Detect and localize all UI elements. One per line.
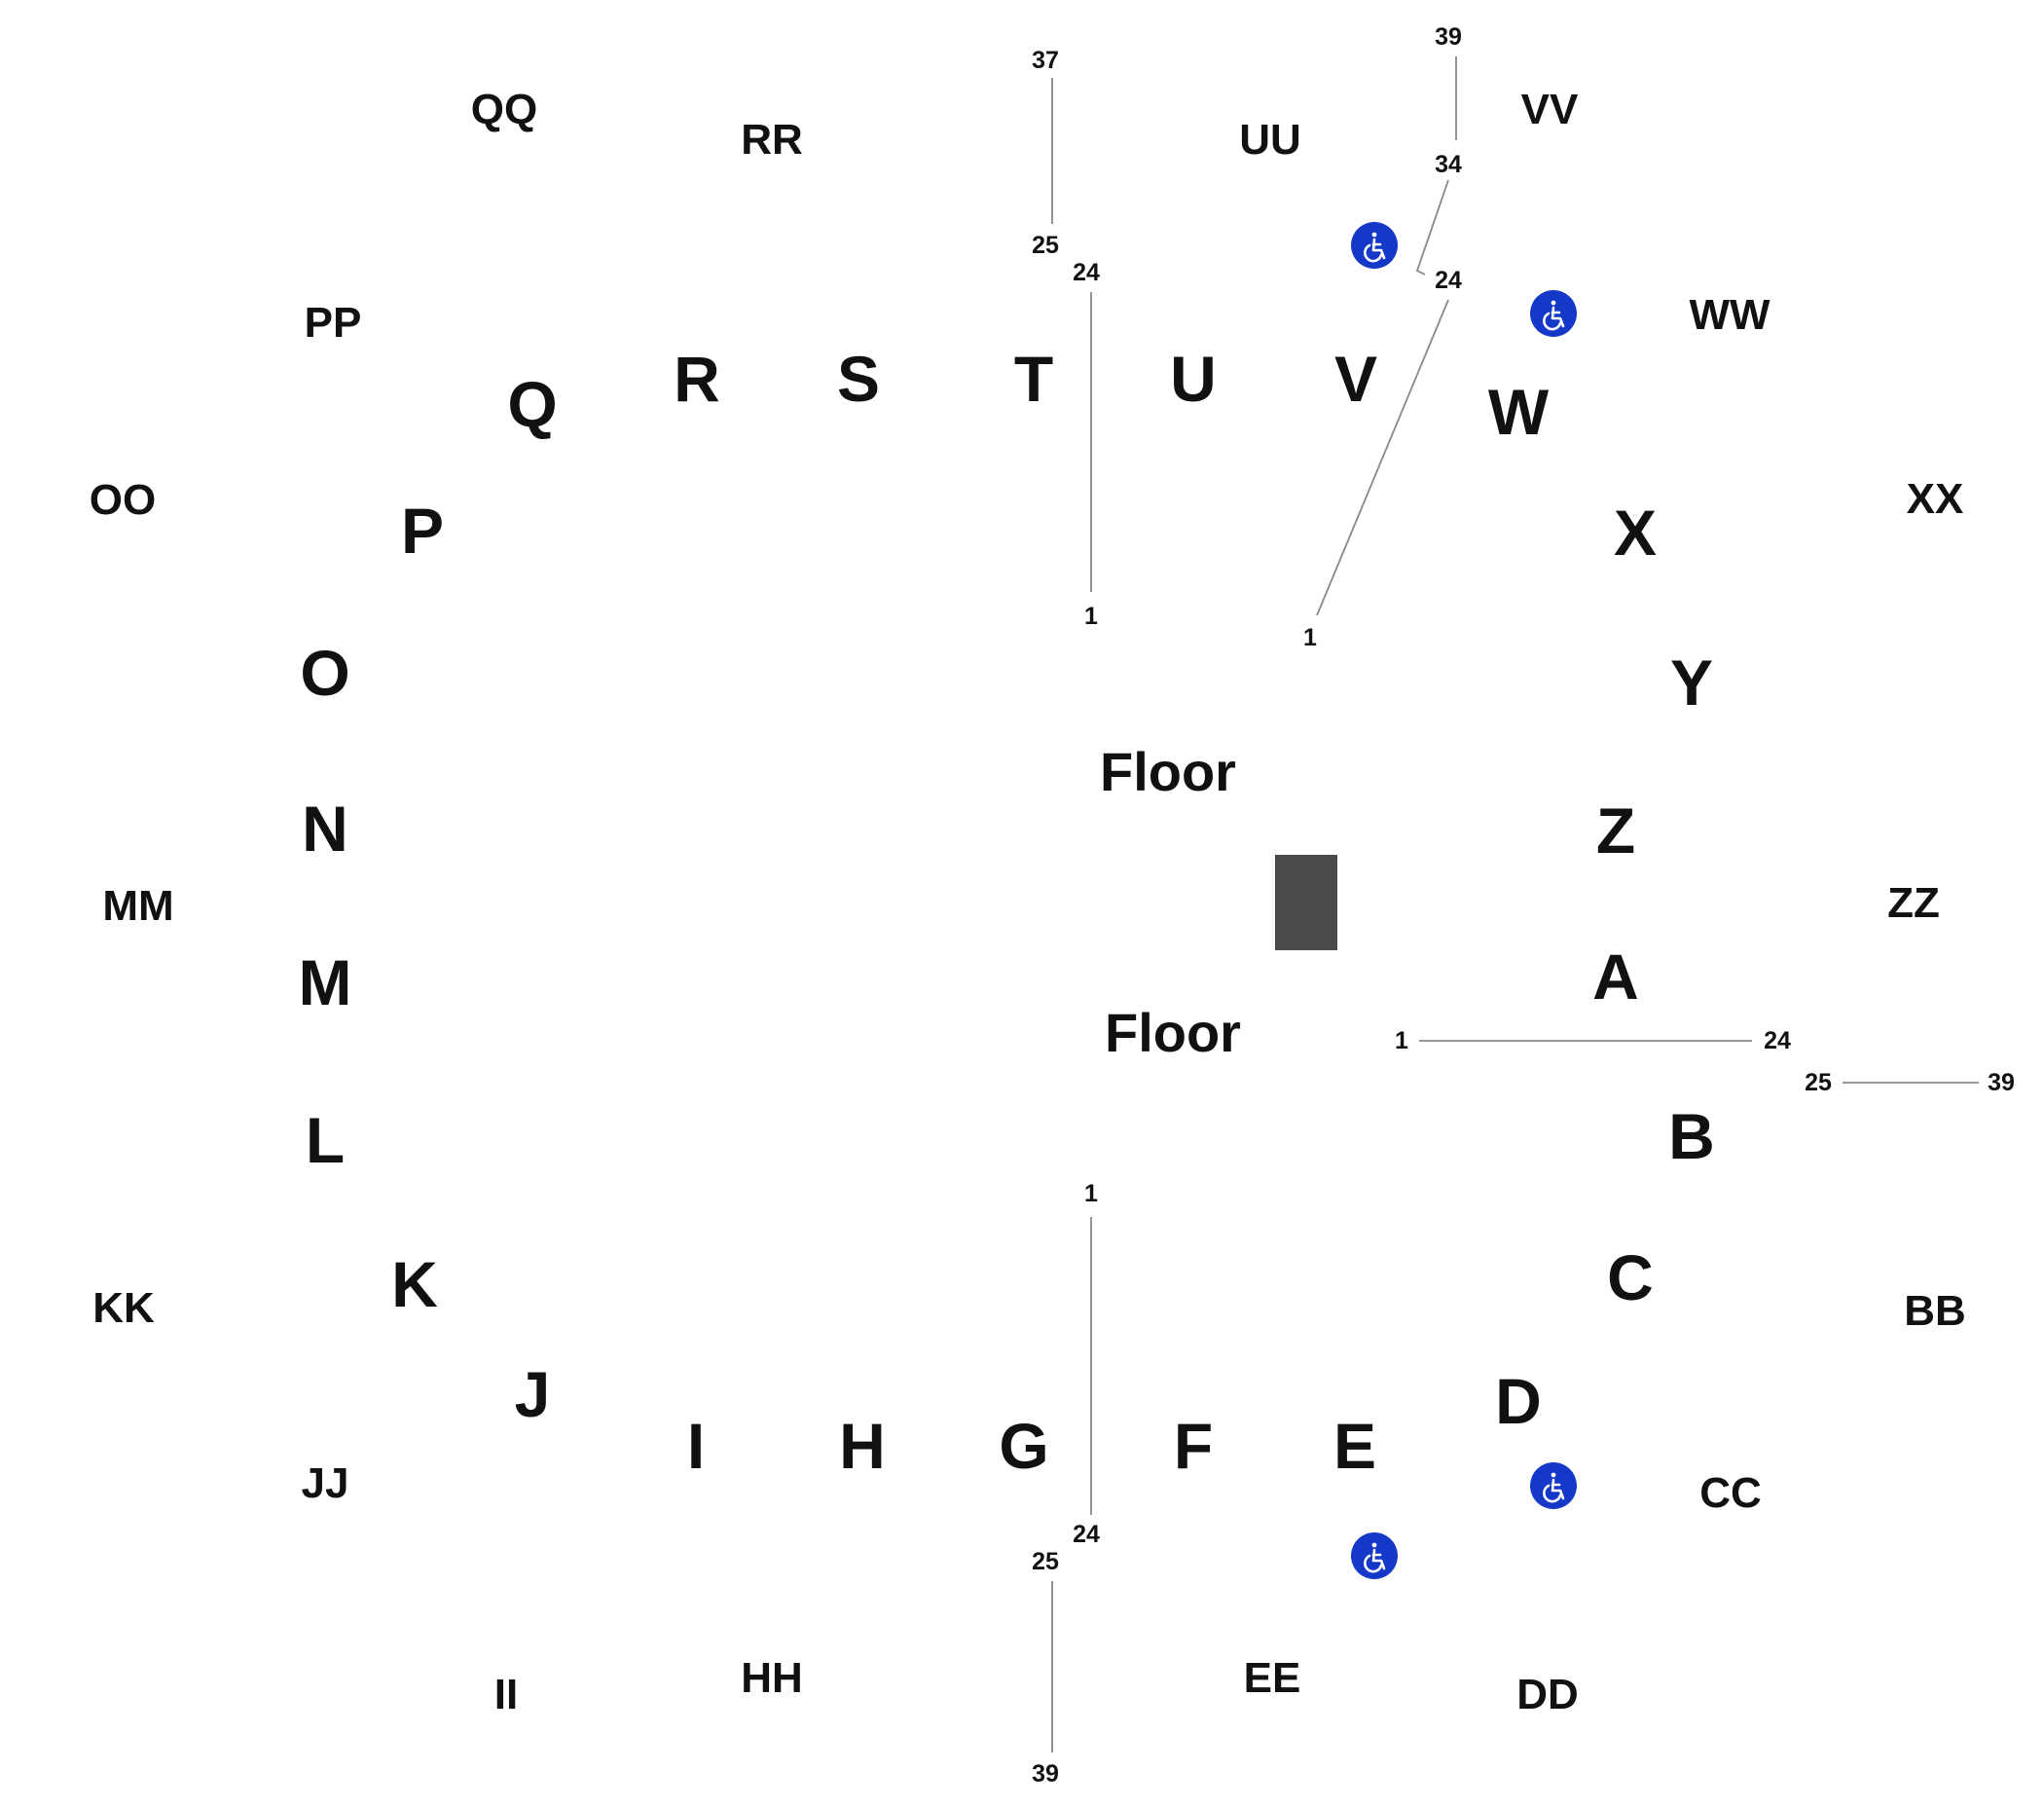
section-ii[interactable]: II [494, 1671, 518, 1718]
row-num: 39 [1435, 23, 1462, 51]
section-e[interactable]: E [1333, 1410, 1376, 1482]
upper-sections: BB CC DD EE HH II JJ KK MM OO PP QQ RR U… [90, 86, 1966, 1718]
row-num: 25 [1032, 232, 1059, 259]
row-num: 1 [1395, 1027, 1408, 1054]
row-num: 25 [1032, 1548, 1059, 1575]
section-g[interactable]: G [999, 1410, 1048, 1482]
section-qq[interactable]: QQ [471, 86, 537, 133]
row-num: 25 [1805, 1069, 1832, 1096]
section-r[interactable]: R [674, 343, 720, 415]
wheelchair-icon[interactable] [1351, 222, 1398, 269]
section-hh[interactable]: HH [741, 1654, 803, 1702]
row-num: 39 [1988, 1069, 2015, 1096]
section-mm[interactable]: MM [102, 882, 173, 930]
section-rr[interactable]: RR [741, 116, 803, 164]
section-w[interactable]: W [1488, 376, 1550, 448]
section-uu[interactable]: UU [1239, 116, 1301, 164]
row-num: 24 [1435, 267, 1462, 294]
lower-sections: A B C D E F G H I J K L M N O P Q R S T … [299, 343, 1715, 1482]
section-p[interactable]: P [401, 495, 444, 567]
wheelchair-icon-glyph [1364, 232, 1386, 263]
row-line-top-right-mid [1415, 179, 1449, 276]
section-x[interactable]: X [1614, 497, 1657, 569]
section-z[interactable]: Z [1596, 794, 1635, 867]
section-cc[interactable]: CC [1699, 1469, 1762, 1517]
wheelchair-icon-glyph [1543, 300, 1565, 331]
wheelchair-icon[interactable] [1530, 1462, 1577, 1509]
row-num: 34 [1435, 151, 1462, 178]
wheelchair-icon[interactable] [1351, 1532, 1398, 1579]
row-num: 24 [1073, 1521, 1100, 1548]
row-num: 1 [1303, 624, 1317, 651]
section-oo[interactable]: OO [90, 476, 156, 524]
section-m[interactable]: M [299, 946, 352, 1018]
floor-label-lower[interactable]: Floor [1105, 1002, 1241, 1063]
section-ee[interactable]: EE [1244, 1654, 1301, 1702]
section-i[interactable]: I [687, 1410, 705, 1482]
wheelchair-icon-glyph [1543, 1472, 1565, 1503]
section-q[interactable]: Q [507, 368, 557, 440]
row-marker-numbers: 37 25 24 1 39 34 24 1 1 24 25 39 1 24 25… [1032, 23, 2015, 1788]
section-l[interactable]: L [306, 1104, 345, 1176]
section-u[interactable]: U [1170, 343, 1217, 415]
section-n[interactable]: N [302, 793, 348, 865]
section-o[interactable]: O [300, 637, 349, 709]
row-num: 24 [1764, 1027, 1791, 1054]
section-j[interactable]: J [515, 1358, 551, 1430]
section-bb[interactable]: BB [1904, 1287, 1966, 1335]
row-num: 1 [1084, 1180, 1098, 1207]
section-pp[interactable]: PP [305, 299, 362, 347]
section-c[interactable]: C [1607, 1241, 1654, 1313]
stage [1275, 855, 1337, 950]
section-b[interactable]: B [1668, 1100, 1715, 1172]
section-k[interactable]: K [391, 1248, 438, 1320]
section-kk[interactable]: KK [92, 1284, 155, 1332]
row-num: 37 [1032, 47, 1059, 74]
section-xx[interactable]: XX [1907, 475, 1964, 523]
row-num: 1 [1084, 603, 1098, 630]
row-marker-lines [1051, 56, 1979, 1752]
section-s[interactable]: S [837, 343, 880, 415]
section-vv[interactable]: VV [1521, 86, 1579, 133]
section-h[interactable]: H [839, 1410, 886, 1482]
section-v[interactable]: V [1334, 343, 1377, 415]
section-a[interactable]: A [1592, 940, 1639, 1013]
section-zz[interactable]: ZZ [1887, 879, 1940, 927]
section-ww[interactable]: WW [1689, 291, 1770, 339]
row-line-top-right-lower [1316, 299, 1449, 616]
row-num: 39 [1032, 1760, 1059, 1788]
section-y[interactable]: Y [1670, 646, 1713, 719]
floor-label-upper[interactable]: Floor [1100, 741, 1236, 802]
section-t[interactable]: T [1014, 343, 1053, 415]
wheelchair-icon-glyph [1364, 1542, 1386, 1573]
row-num: 24 [1073, 259, 1100, 286]
wheelchair-icon[interactable] [1530, 290, 1577, 337]
section-jj[interactable]: JJ [302, 1459, 349, 1507]
section-f[interactable]: F [1174, 1410, 1213, 1482]
section-dd[interactable]: DD [1516, 1671, 1579, 1718]
section-d[interactable]: D [1495, 1365, 1542, 1437]
